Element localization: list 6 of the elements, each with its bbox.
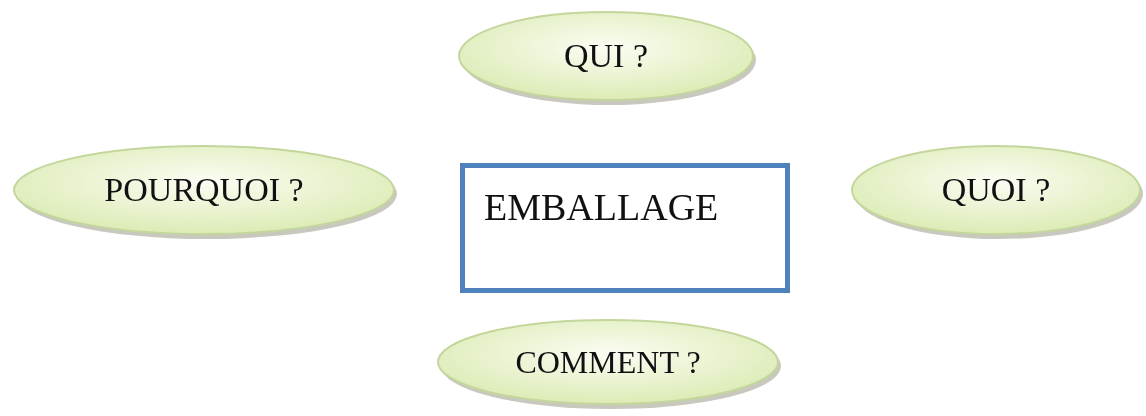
question-label: POURQUOI ? — [104, 171, 304, 209]
box-title: EMBALLAGE — [484, 185, 719, 229]
question-label: QUOI ? — [941, 171, 1051, 209]
question-label: QUI ? — [564, 37, 648, 75]
question-label: COMMENT ? — [515, 343, 701, 381]
process-box — [460, 163, 790, 293]
